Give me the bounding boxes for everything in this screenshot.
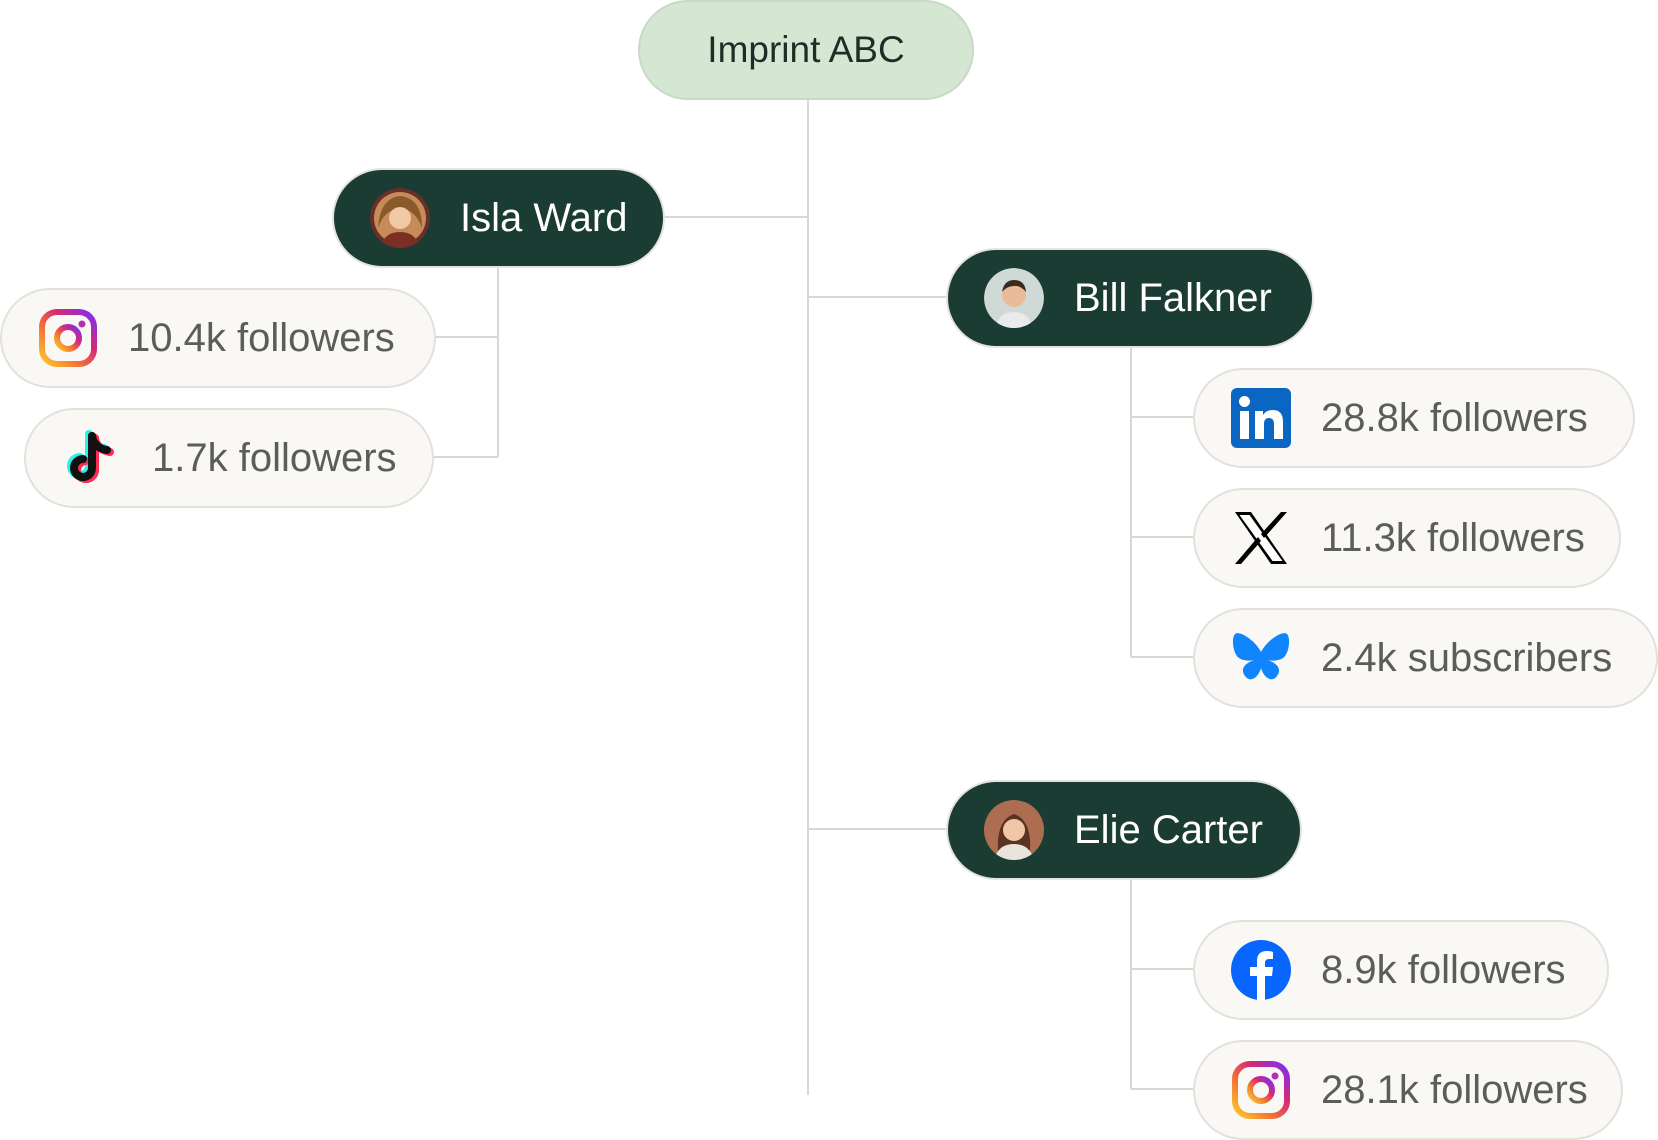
root-label: Imprint ABC — [707, 29, 905, 70]
account-stat-text: 28.1k followers — [1321, 1067, 1588, 1112]
account-stat-text: 8.9k followers — [1321, 947, 1566, 992]
avatar — [370, 188, 430, 248]
tiktok-icon — [62, 428, 122, 488]
account-stat-instagram: 28.1k followers — [1193, 1040, 1623, 1140]
account-stat-text: 10.4k followers — [128, 315, 395, 360]
root-node: Imprint ABC — [638, 0, 974, 100]
account-stat-x: 11.3k followers — [1193, 488, 1621, 588]
account-stat-bluesky: 2.4k subscribers — [1193, 608, 1658, 708]
person-name: Elie Carter — [1074, 807, 1263, 852]
account-stat-instagram: 10.4k followers — [0, 288, 436, 388]
facebook-icon — [1231, 940, 1291, 1000]
account-stat-tiktok: 1.7k followers — [24, 408, 434, 508]
account-stat-facebook: 8.9k followers — [1193, 920, 1609, 1020]
linkedin-icon — [1231, 388, 1291, 448]
person-name: Isla Ward — [460, 195, 628, 240]
x-icon — [1231, 508, 1291, 568]
person-node-bill-falkner: Bill Falkner — [946, 248, 1314, 348]
account-stat-text: 11.3k followers — [1321, 515, 1585, 560]
account-stat-text: 1.7k followers — [152, 435, 397, 480]
account-stat-linkedin: 28.8k followers — [1193, 368, 1635, 468]
account-stat-text: 28.8k followers — [1321, 395, 1588, 440]
avatar — [984, 800, 1044, 860]
person-node-isla-ward: Isla Ward — [332, 168, 665, 268]
account-stat-text: 2.4k subscribers — [1321, 635, 1613, 680]
avatar — [984, 268, 1044, 328]
instagram-icon — [1231, 1060, 1291, 1120]
bluesky-icon — [1231, 628, 1291, 688]
instagram-icon — [38, 308, 98, 368]
person-node-elie-carter: Elie Carter — [946, 780, 1302, 880]
person-name: Bill Falkner — [1074, 275, 1272, 320]
